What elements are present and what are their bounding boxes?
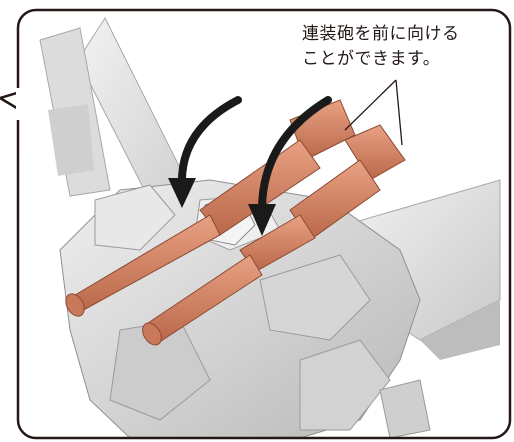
panel-frame (16, 8, 512, 440)
caption-line-2: ことができます。 (302, 49, 441, 69)
rotation-arrow-right (248, 96, 332, 236)
callout-leader (344, 79, 403, 146)
caption-line-1: 連装砲を前に向ける (302, 24, 460, 44)
caption-text: 連装砲を前に向ける ことができます。 (302, 22, 502, 72)
cannon-lower (142, 124, 406, 346)
rotation-arrow-left (168, 96, 242, 208)
mecha-body (59, 179, 431, 438)
